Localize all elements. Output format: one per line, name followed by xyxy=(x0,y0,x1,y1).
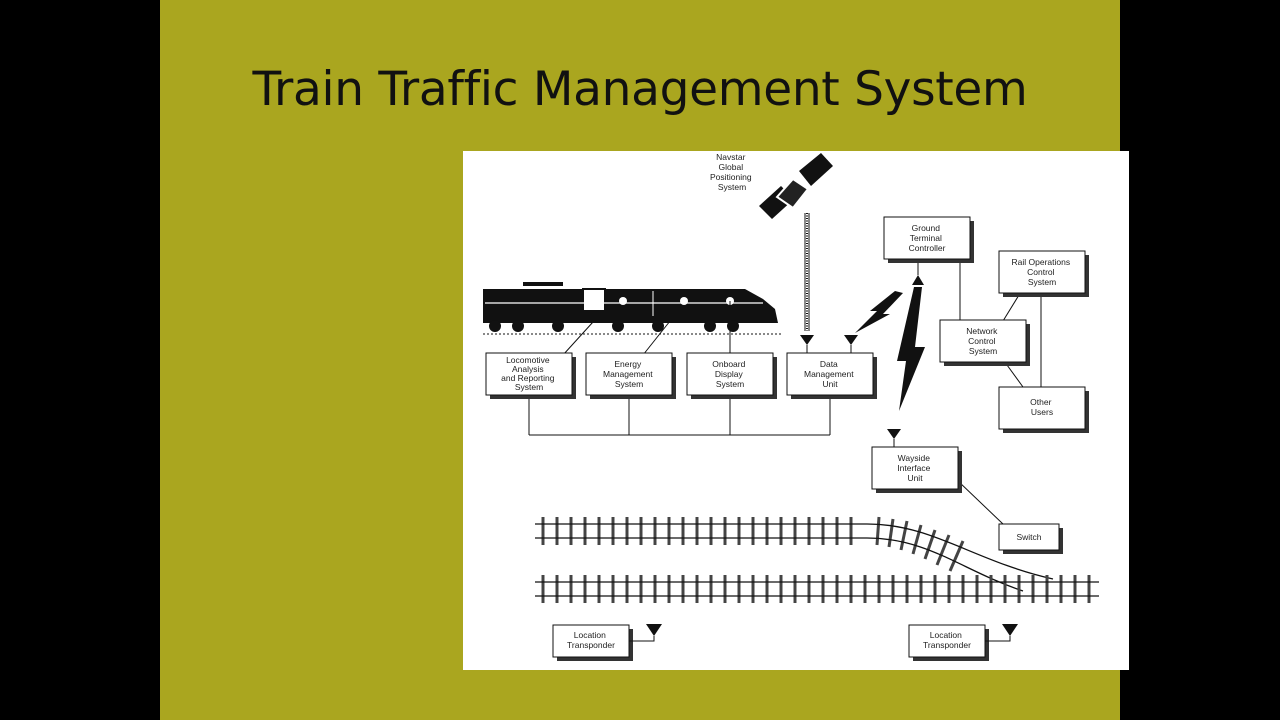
svg-text:Wayside Interface: Wayside Interface Unit xyxy=(897,453,932,483)
wayside-interface-unit-box: Wayside Interface Unit xyxy=(871,446,962,493)
svg-text:Onboard Display: Onboard Display System xyxy=(712,359,747,389)
ground-network-connectors xyxy=(957,263,1042,525)
rail-track-lower xyxy=(535,575,1099,603)
antenna-icon xyxy=(985,624,1018,642)
antenna-icon xyxy=(887,263,924,447)
location-transponder-left-box: Location Transponder xyxy=(552,624,633,661)
onboard-bus xyxy=(528,397,831,436)
svg-text:Locomotive Analysis: Locomotive Analysis and Reporting System xyxy=(501,355,557,392)
svg-text:Other Users: Other Users xyxy=(1030,397,1054,417)
rail-operations-control-box: Rail Operations Control System xyxy=(998,250,1089,297)
rail-tie xyxy=(935,534,951,566)
ground-terminal-controller-box: Ground Terminal Controller xyxy=(883,216,974,263)
rail-tie xyxy=(899,520,909,551)
locomotive-icon xyxy=(483,282,783,335)
svg-text:Location Transponder: Location Transponder xyxy=(567,630,615,650)
svg-text:Switch: Switch xyxy=(1016,532,1041,542)
antenna-icon xyxy=(629,624,662,642)
rail-tie xyxy=(887,518,895,548)
satellite-icon xyxy=(759,153,833,219)
svg-text:Energy Management: Energy Management System xyxy=(603,359,655,389)
svg-text:Rail Operations Cont: Rail Operations Control System xyxy=(1012,257,1073,287)
rail-tie xyxy=(875,516,881,546)
locomotive-analysis-box: Locomotive Analysis and Reporting System xyxy=(485,352,576,399)
other-users-box: Other Users xyxy=(998,386,1089,433)
rail-track-upper xyxy=(535,516,1054,592)
rail-tie xyxy=(948,540,965,572)
location-transponder-right-box: Location Transponder xyxy=(908,624,989,661)
svg-text:Data Management: Data Management Unit xyxy=(804,359,856,389)
rail-tie xyxy=(923,529,937,560)
svg-text:Network Control: Network Control System xyxy=(966,326,1000,356)
diagram-panel: Navstar Global Positioning System xyxy=(463,151,1129,670)
onboard-display-box: Onboard Display System xyxy=(686,352,777,399)
svg-text:Location Transponder: Location Transponder xyxy=(923,630,971,650)
slide-title: Train Traffic Management System xyxy=(252,62,1028,117)
slide: Train Traffic Management System Navstar … xyxy=(160,0,1129,720)
network-control-box: Network Control System xyxy=(939,319,1030,366)
switch-box: Switch xyxy=(998,523,1063,554)
rail-tie xyxy=(911,524,923,555)
radio-link-icon xyxy=(855,287,925,411)
locomotive-connectors xyxy=(562,301,731,356)
energy-management-box: Energy Management System xyxy=(585,352,676,399)
antenna-icon xyxy=(800,335,858,353)
gps-label: Navstar Global Positioning System xyxy=(710,152,754,192)
data-management-unit-box: Data Management Unit xyxy=(786,352,877,399)
svg-text:Ground Terminal: Ground Terminal Controller xyxy=(909,223,946,253)
gps-signal-beam xyxy=(804,213,810,331)
